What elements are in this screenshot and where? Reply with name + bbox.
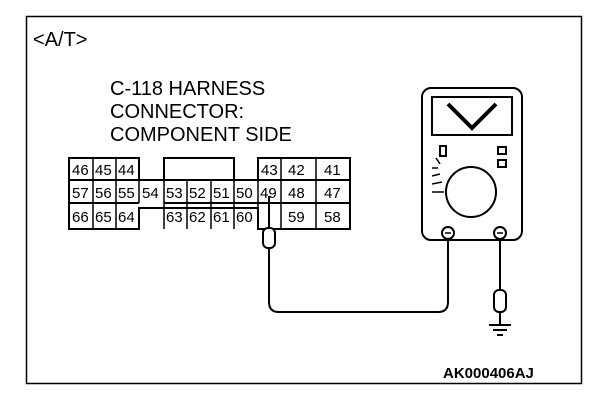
connector-title-line-1: C-118 HARNESS <box>110 78 265 100</box>
probe-lead-wire <box>268 240 449 313</box>
pin-51: 51 <box>213 185 230 202</box>
pin-52: 52 <box>189 185 206 202</box>
pin-44: 44 <box>118 162 135 179</box>
voltmeter-body <box>421 87 523 241</box>
pin-59: 59 <box>288 209 305 226</box>
voltmeter-indicator-2 <box>497 159 507 168</box>
figure-border <box>25 15 583 385</box>
figure-code: AK000406AJ <box>443 365 534 382</box>
voltmeter-switch <box>439 145 447 157</box>
pin-61: 61 <box>213 209 230 226</box>
probe-tip <box>262 227 276 249</box>
voltmeter-terminal-negative <box>493 226 507 240</box>
ground-icon <box>489 324 511 336</box>
pin-42: 42 <box>288 162 305 179</box>
voltmeter <box>421 87 523 241</box>
connector-outline <box>68 157 351 230</box>
connector-key-slot <box>163 157 235 181</box>
pin-numbers: 46 45 44 43 42 41 57 56 55 54 53 52 51 5… <box>72 162 341 226</box>
pin-48: 48 <box>288 185 305 202</box>
pin-46: 46 <box>72 162 89 179</box>
harness-connector <box>68 157 351 230</box>
pin-49: 49 <box>260 185 277 202</box>
voltmeter-display-v-icon <box>446 102 498 131</box>
pin-58: 58 <box>324 209 341 226</box>
connector-title-line-2: CONNECTOR: <box>110 101 244 123</box>
pin-63: 63 <box>166 209 183 226</box>
voltmeter-display <box>431 96 513 136</box>
voltmeter-selector-dial <box>445 166 497 218</box>
pin-54: 54 <box>142 185 159 202</box>
pin-41: 41 <box>324 162 341 179</box>
pin-66: 66 <box>72 209 89 226</box>
pin-57: 57 <box>72 185 89 202</box>
pin-50: 50 <box>236 185 253 202</box>
pin-55: 55 <box>118 185 135 202</box>
voltmeter-terminal-positive <box>441 226 455 240</box>
pin-47: 47 <box>324 185 341 202</box>
pin-62: 62 <box>189 209 206 226</box>
pin-45: 45 <box>95 162 112 179</box>
dial-scale-ticks <box>431 157 444 193</box>
voltmeter-indicator-1 <box>497 146 507 155</box>
pin-65: 65 <box>95 209 112 226</box>
pin-56: 56 <box>95 185 112 202</box>
ground-probe <box>493 289 507 313</box>
ground-lead <box>493 239 507 324</box>
connector-title: C-118 HARNESS CONNECTOR: COMPONENT SIDE <box>110 78 292 146</box>
pin-43: 43 <box>261 162 278 179</box>
variant-label: <A/T> <box>33 29 87 51</box>
connector-title-line-3: COMPONENT SIDE <box>110 124 292 146</box>
pin-53: 53 <box>166 185 183 202</box>
connector-cells <box>92 158 317 229</box>
pin-64: 64 <box>118 209 135 226</box>
pin-60: 60 <box>236 209 253 226</box>
